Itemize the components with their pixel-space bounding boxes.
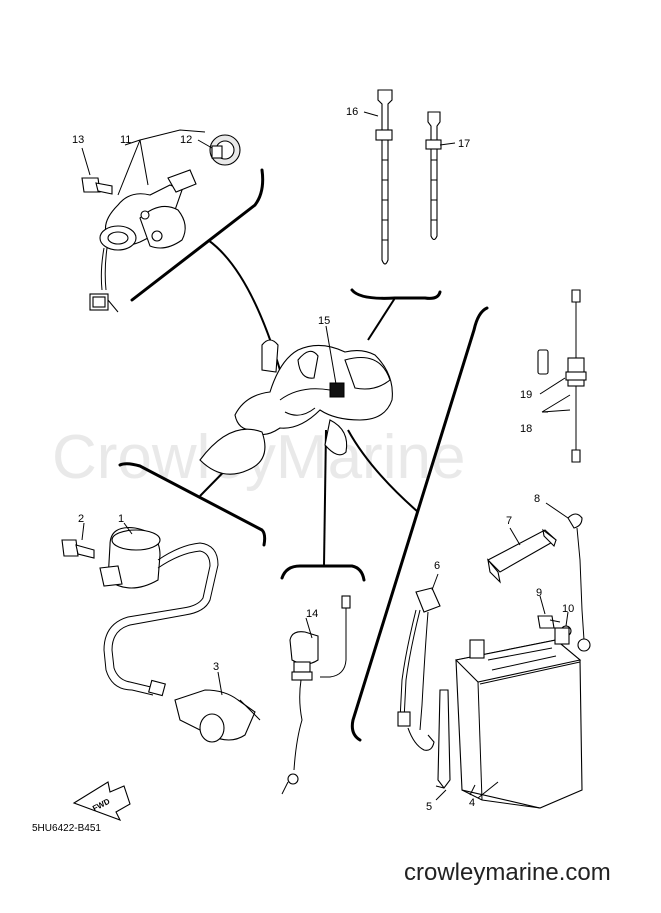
callout-6: 6 [434, 560, 440, 572]
callout-12: 12 [180, 134, 192, 146]
reference-code: 5HU6422-B451 [32, 823, 101, 834]
bracket-top-center [350, 288, 442, 300]
callout-5: 5 [426, 801, 432, 813]
callout-8: 8 [534, 493, 540, 505]
leader-right [347, 429, 419, 513]
callout-14: 14 [306, 608, 318, 620]
bracket-left-lower [118, 462, 267, 547]
leader-top-center [367, 297, 396, 341]
fuse-holder [537, 289, 587, 463]
site-text: crowleymarine.com [404, 859, 611, 886]
callout-18: 18 [520, 423, 532, 435]
callout-7: 7 [506, 515, 512, 527]
callout-13: 13 [72, 134, 84, 146]
callout-9: 9 [536, 587, 542, 599]
bracket-right [350, 306, 489, 742]
callout-17: 17 [458, 138, 470, 150]
fwd-arrow: FWD [72, 781, 131, 821]
bracket-top-left [130, 168, 265, 302]
battery-assembly [397, 502, 591, 809]
neutral-switch [281, 595, 351, 795]
callout-10: 10 [562, 603, 574, 615]
callout-16: 16 [346, 106, 358, 118]
callout-labels: 1 2 3 4 5 6 7 8 9 10 11 12 13 14 15 16 1… [72, 106, 574, 813]
leader-center-lower [323, 429, 327, 567]
relay-15-shape [329, 382, 345, 398]
motorcycle-silhouette [199, 339, 393, 475]
ignition-coil-assembly [61, 522, 261, 743]
group-brackets [118, 168, 489, 742]
cable-bands [363, 89, 456, 265]
main-switch-assembly [81, 129, 241, 313]
callout-1: 1 [118, 513, 124, 525]
bracket-center-lower [280, 564, 366, 582]
callout-4: 4 [469, 797, 475, 809]
callout-3: 3 [213, 661, 219, 673]
callout-2: 2 [78, 513, 84, 525]
callout-15: 15 [318, 315, 330, 327]
callout-19: 19 [520, 389, 532, 401]
callout-11: 11 [120, 134, 131, 146]
